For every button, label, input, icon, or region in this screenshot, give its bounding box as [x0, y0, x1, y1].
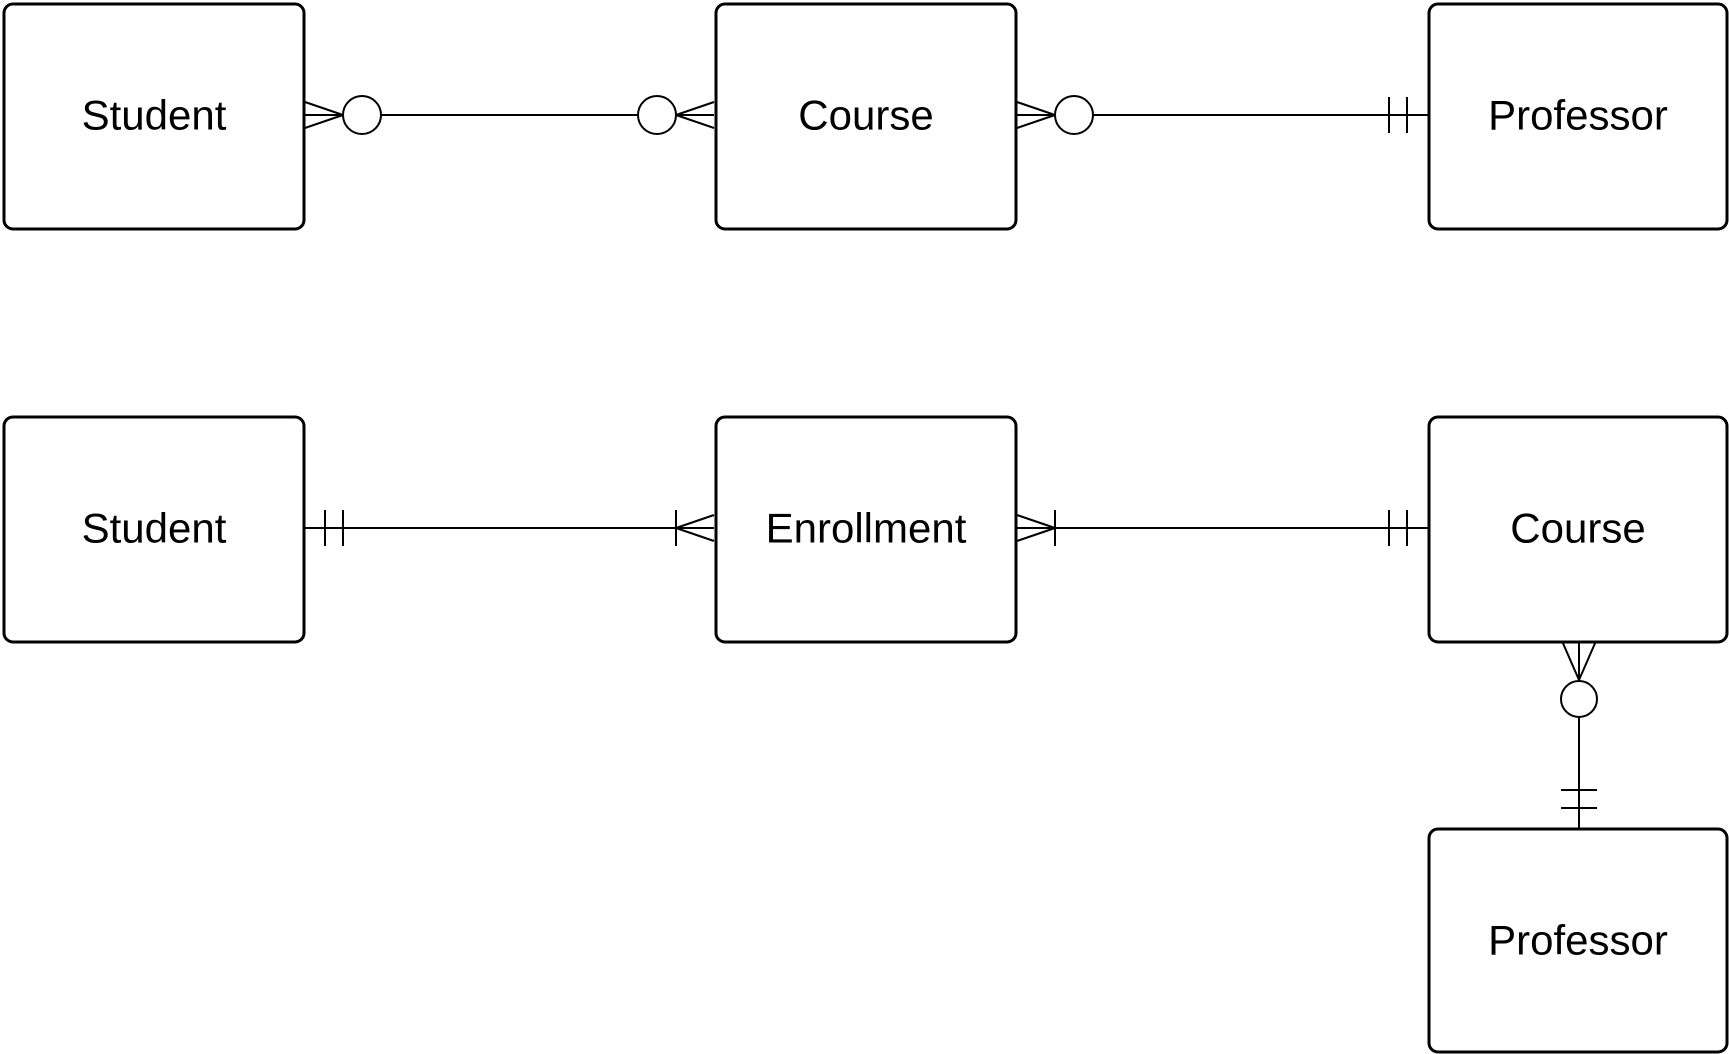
entity-enrollment[interactable]: Enrollment	[714, 415, 1018, 644]
crows-foot-zero-many-icon	[1560, 640, 1598, 718]
entity-label: Course	[798, 92, 933, 139]
entity-student[interactable]: Student	[2, 415, 306, 644]
exactly-one-icon	[1388, 510, 1408, 546]
relationship-student-course[interactable]	[304, 95, 715, 135]
entity-label: Enrollment	[766, 505, 967, 552]
crows-foot-one-many-icon	[1016, 510, 1056, 546]
entity-label: Student	[82, 505, 227, 552]
relationship-course-professor-row1[interactable]	[1016, 95, 1428, 135]
crows-foot-zero-many-icon	[304, 95, 382, 135]
relationship-student-enrollment[interactable]	[305, 510, 715, 546]
entity-course[interactable]: Course	[714, 2, 1018, 231]
entity-professor[interactable]: Professor	[1427, 827, 1729, 1054]
crows-foot-one-many-icon	[675, 510, 715, 546]
exactly-one-icon	[1388, 97, 1408, 133]
entity-professor[interactable]: Professor	[1427, 2, 1729, 231]
entity-label: Student	[82, 92, 227, 139]
entity-label: Professor	[1488, 917, 1668, 964]
relationship-course-professor-row2[interactable]	[1560, 640, 1598, 828]
entity-student[interactable]: Student	[2, 2, 306, 231]
crows-foot-zero-many-icon	[637, 95, 715, 135]
entity-label: Professor	[1488, 92, 1668, 139]
entity-label: Course	[1510, 505, 1645, 552]
exactly-one-icon	[1561, 789, 1597, 809]
exactly-one-icon	[324, 510, 344, 546]
relationship-enrollment-course[interactable]	[1016, 510, 1428, 546]
crows-foot-zero-many-icon	[1016, 95, 1094, 135]
entity-course[interactable]: Course	[1427, 415, 1729, 644]
